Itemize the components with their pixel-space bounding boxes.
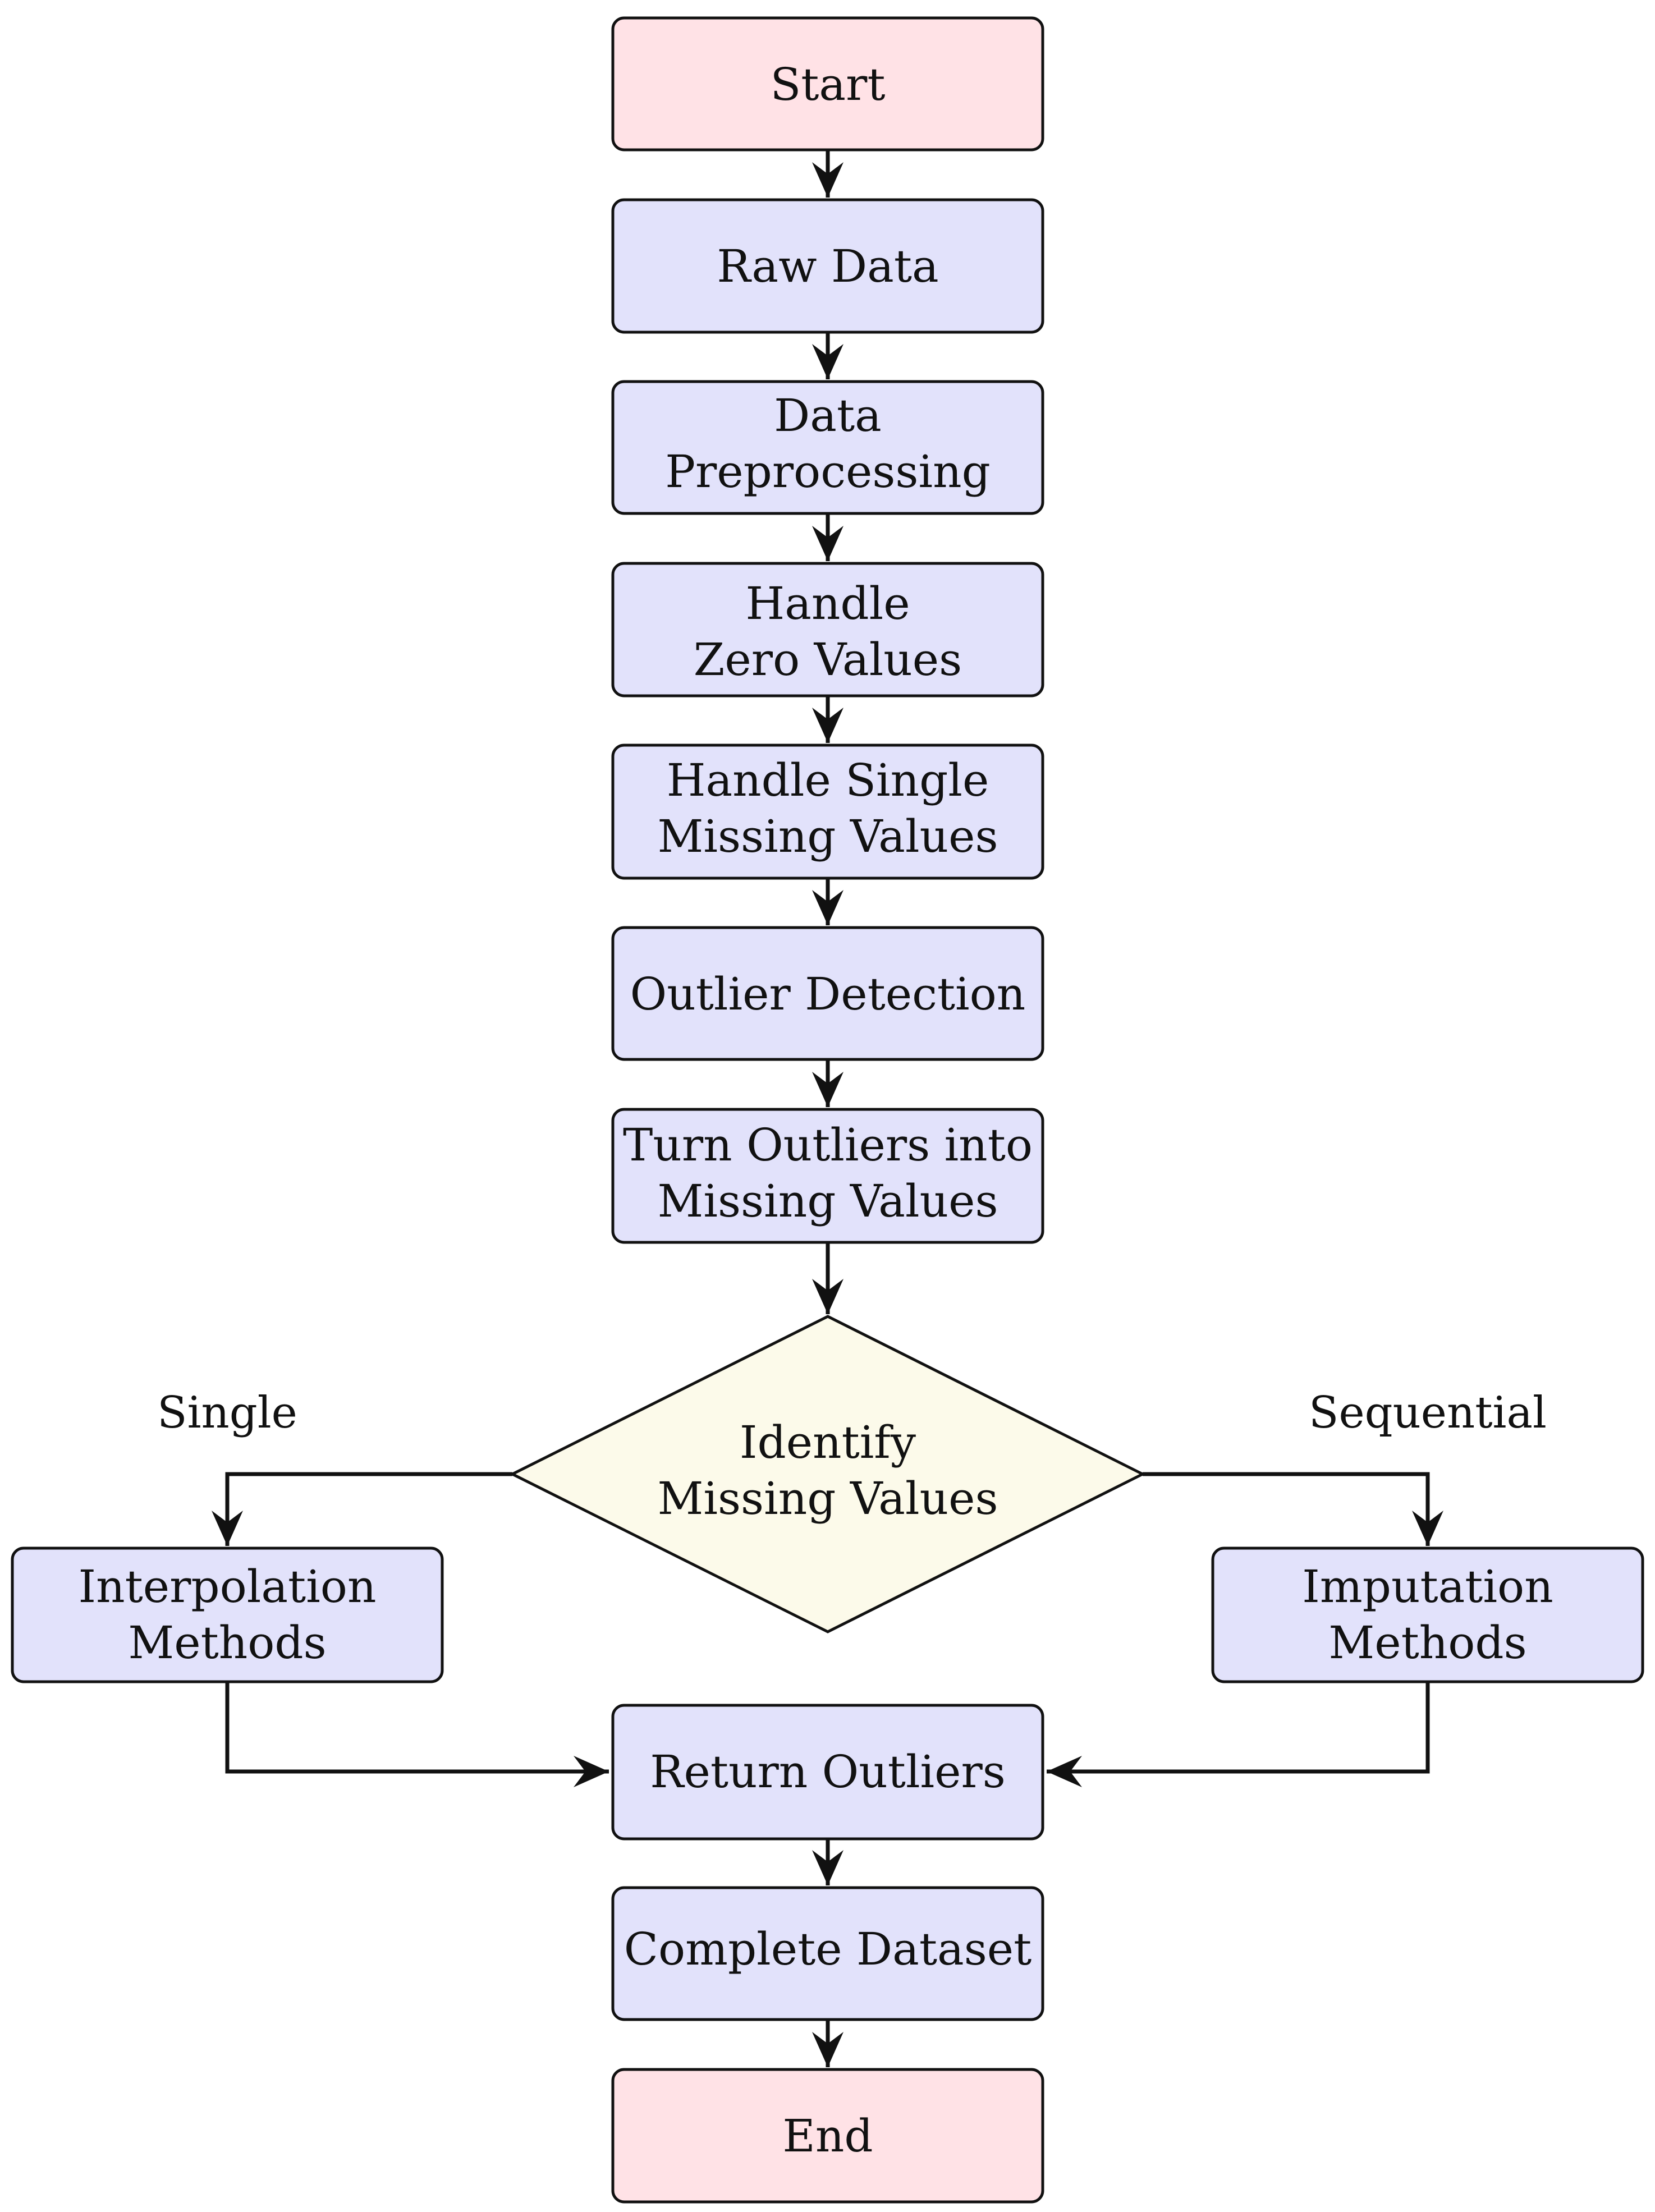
- node-label-line: Raw Data: [717, 240, 938, 292]
- node-start-shape: [611, 16, 1044, 152]
- edge-identify-interpolation: [212, 1472, 512, 1546]
- edge-imputation-return-outliers: [1047, 1682, 1430, 1787]
- node-single-missing-shape: [611, 744, 1044, 880]
- node-identify-shape: [509, 1315, 1146, 1633]
- node-label-line: End: [782, 2110, 873, 2162]
- node-raw-data-label: Raw Data: [717, 240, 938, 292]
- node-label-line: Return Outliers: [650, 1746, 1006, 1798]
- node-label-line: Start: [770, 58, 885, 111]
- edge-interpolation-return-outliers: [225, 1682, 609, 1787]
- node-outlier-detection-label: Outlier Detection: [630, 968, 1026, 1020]
- edge-label-single: Single: [157, 1388, 297, 1438]
- node-label-line: Interpolation: [79, 1561, 377, 1613]
- node-imputation-shape: [1211, 1546, 1644, 1683]
- node-label-line: Handle Single: [667, 754, 989, 806]
- node-label-line: Imputation: [1302, 1561, 1553, 1613]
- node-complete-dataset-label: Complete Dataset: [624, 1923, 1032, 1975]
- node-label-line: Handle: [745, 577, 910, 630]
- node-label-line: Complete Dataset: [624, 1923, 1032, 1975]
- node-outlier-detection: Outlier Detection: [611, 926, 1044, 1061]
- node-label-line: Turn Outliers into: [623, 1119, 1033, 1171]
- node-label-line: Missing Values: [658, 1175, 998, 1227]
- node-turn-outliers-shape: [611, 1108, 1044, 1244]
- node-start: Start: [611, 16, 1044, 152]
- node-end-shape: [611, 2068, 1044, 2204]
- node-end: End: [611, 2068, 1044, 2204]
- node-interpolation-shape: [11, 1546, 444, 1683]
- edge-label-sequential: Sequential: [1309, 1388, 1547, 1438]
- node-raw-data-shape: [611, 198, 1044, 334]
- node-label-line: Missing Values: [658, 1472, 998, 1525]
- node-zero-values-shape: [611, 562, 1044, 697]
- node-label-line: Zero Values: [694, 634, 962, 686]
- node-complete-dataset-shape: [611, 1886, 1044, 2021]
- node-raw-data: Raw Data: [611, 198, 1044, 334]
- node-label-line: Methods: [128, 1617, 326, 1669]
- node-complete-dataset: Complete Dataset: [611, 1886, 1044, 2021]
- node-end-label: End: [782, 2110, 873, 2162]
- node-start-label: Start: [770, 58, 885, 111]
- node-return-outliers-shape: [611, 1704, 1044, 1841]
- node-return-outliers: Return Outliers: [611, 1704, 1044, 1841]
- node-label-line: Missing Values: [658, 810, 998, 862]
- node-label-line: Preprocessing: [665, 446, 991, 498]
- node-outlier-detection-shape: [611, 926, 1044, 1061]
- node-label-line: Methods: [1328, 1617, 1526, 1669]
- node-return-outliers-label: Return Outliers: [650, 1746, 1006, 1798]
- edges: [212, 150, 1443, 2067]
- node-label-line: Outlier Detection: [630, 968, 1026, 1020]
- edge-identify-imputation: [1143, 1472, 1443, 1546]
- node-preprocessing-shape: [611, 380, 1044, 515]
- node-label-line: Data: [774, 389, 882, 442]
- node-label-line: Identify: [740, 1416, 916, 1468]
